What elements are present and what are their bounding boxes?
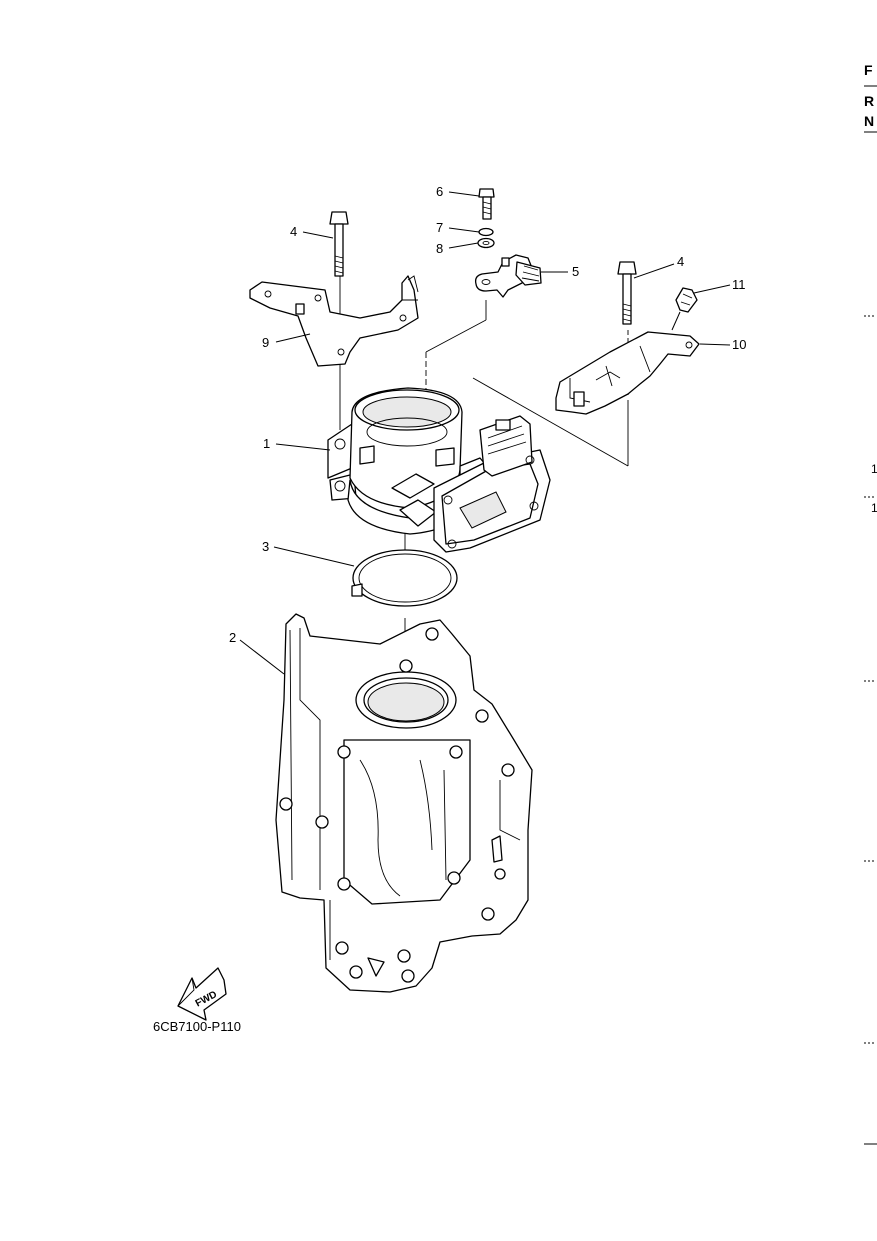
callout-9: 9 — [262, 335, 269, 350]
callout-11: 11 — [732, 277, 746, 292]
part-3-gasket — [351, 549, 458, 607]
callout-labels: 1 2 3 4 4 5 6 7 8 9 10 11 — [229, 184, 746, 645]
callout-leaders — [239, 191, 731, 675]
callout-10: 10 — [732, 337, 746, 352]
callout-2: 2 — [229, 630, 236, 645]
part-2-intake-manifold — [275, 613, 533, 993]
part-7-washer — [478, 227, 494, 237]
part-9-bracket — [249, 275, 419, 367]
edge-number: 1 — [871, 462, 877, 476]
part-4-bolt-left — [329, 211, 349, 277]
part-11-clip — [675, 287, 698, 313]
edge-number: 1 — [871, 501, 877, 515]
callout-8: 8 — [436, 241, 443, 256]
edge-dash-marks — [864, 315, 877, 1145]
edge-letter-n: N — [864, 113, 874, 129]
part-6-bolt — [478, 188, 495, 220]
callout-1: 1 — [263, 436, 270, 451]
callout-4-left: 4 — [290, 224, 297, 239]
edge-letter-f: F — [864, 62, 873, 78]
part-5-sensor — [474, 254, 542, 298]
callout-4-right: 4 — [677, 254, 684, 269]
part-4-bolt-right — [617, 261, 637, 325]
throttle-position-sensor — [433, 415, 551, 553]
part-10-bracket — [555, 331, 700, 415]
edge-letter-r: R — [864, 93, 874, 109]
part-8-washer — [477, 237, 495, 249]
callout-7: 7 — [436, 220, 443, 235]
diagram-code: 6CB7100-P110 — [153, 1019, 241, 1034]
fwd-arrow-icon: FWD — [177, 967, 227, 1021]
callout-6: 6 — [436, 184, 443, 199]
callout-3: 3 — [262, 539, 269, 554]
callout-5: 5 — [572, 264, 579, 279]
